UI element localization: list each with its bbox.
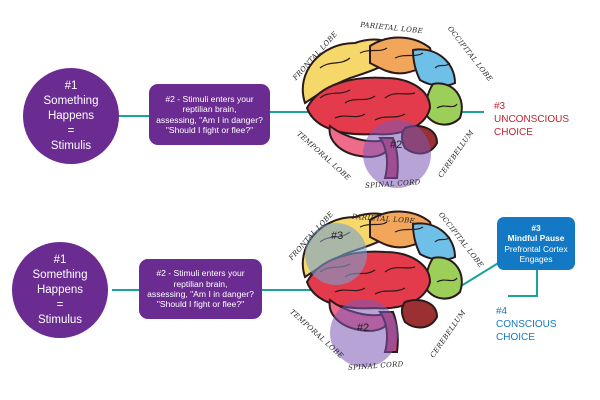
top-reptilian-box: #2 - Stimuli enters your reptilian brain… xyxy=(149,84,270,145)
top-reptilian-line1: #2 - Stimuli enters your xyxy=(165,93,254,104)
bottom-connector-4 xyxy=(508,270,538,297)
bottom-outcome: #4 CONSCIOUS CHOICE xyxy=(496,305,557,344)
top-stimulus-number: #1 xyxy=(64,79,78,92)
bottom-outcome-number: #4 xyxy=(496,306,508,317)
bottom-marker-2: #2 xyxy=(357,322,370,334)
bottom-reptilian-highlight xyxy=(330,299,398,367)
mindful-pause-line2: Engages xyxy=(519,254,553,264)
top-stimulus-line2: Happens xyxy=(47,109,95,122)
bottom-stimulus-number: #1 xyxy=(53,253,67,266)
bottom-reptilian-line2: reptilian brain, xyxy=(173,278,228,289)
top-stimulus-line4: Stimulis xyxy=(50,139,92,152)
top-reptilian-line2: reptilian brain, xyxy=(182,104,237,115)
bottom-prefrontal-highlight xyxy=(305,223,367,285)
top-reptilian-highlight xyxy=(363,120,431,188)
bottom-stimulus-line2: Happens xyxy=(36,283,84,296)
mindful-pause-line1: Prefrontal Cortex xyxy=(504,243,568,254)
mindful-pause-title: Mindful Pause xyxy=(507,233,565,243)
bottom-stimulus-line3: = xyxy=(56,298,64,311)
top-outcome-number: #3 xyxy=(494,101,506,112)
bottom-reptilian-line1: #2 - Stimuli enters your xyxy=(156,268,245,279)
mindful-pause-box: #3 Mindful Pause Prefrontal Cortex Engag… xyxy=(497,217,575,270)
top-marker-2: #2 xyxy=(390,139,403,151)
bottom-outcome-line2: CHOICE xyxy=(496,332,535,343)
bottom-stimulus-line4: Stimulus xyxy=(37,313,83,326)
bottom-reptilian-line3: assessing, "Am I in danger? xyxy=(147,289,254,299)
top-outcome: #3 UNCONSCIOUS CHOICE xyxy=(494,100,569,139)
top-outcome-line2: CHOICE xyxy=(494,127,533,138)
top-outcome-line1: UNCONSCIOUS xyxy=(494,114,570,125)
bottom-outcome-line1: CONSCIOUS xyxy=(496,319,557,330)
top-stimulus-circle: #1 Something Happens = Stimulis xyxy=(23,68,119,164)
bottom-stimulus-line1: Something xyxy=(32,268,88,281)
top-stimulus-line1: Something xyxy=(43,94,99,107)
bottom-stimulus-circle: #1 Something Happens = Stimulus xyxy=(12,242,108,338)
top-reptilian-line4: "Should I fight or flee?" xyxy=(165,124,254,135)
bottom-reptilian-box: #2 - Stimuli enters your reptilian brain… xyxy=(139,259,262,319)
top-reptilian-line3: assessing, "Am I in danger? xyxy=(156,114,263,125)
top-stimulus-line3: = xyxy=(67,124,75,137)
bottom-reptilian-line4: "Should I fight or flee?" xyxy=(156,299,245,310)
bottom-marker-3: #3 xyxy=(331,230,344,242)
mindful-pause-number: #3 xyxy=(531,222,541,233)
